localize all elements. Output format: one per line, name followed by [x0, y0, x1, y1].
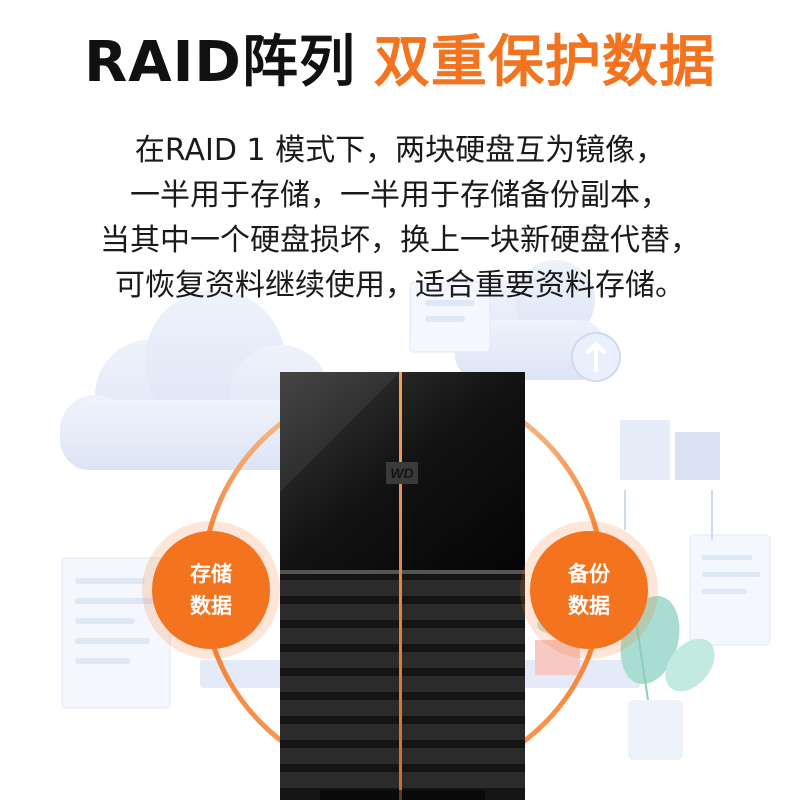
headline-part2: 双重保护数据 [373, 30, 716, 95]
upload-icon [571, 332, 621, 382]
description-line: 在RAID 1 模式下，两块硬盘互为镜像， [134, 133, 666, 168]
badge-label-line2: 数据 [568, 594, 610, 618]
description: 在RAID 1 模式下，两块硬盘互为镜像， 一半用于存储，一半用于存储备份副本，… [0, 128, 800, 308]
plant-right [620, 595, 715, 760]
headline-part1: RAID阵列 [84, 30, 356, 95]
wd-logo: WD [386, 462, 418, 484]
badge-label-line1: 备份 [568, 562, 610, 586]
description-line: 一半用于存储，一半用于存储备份副本， [130, 178, 670, 213]
description-line: 当其中一个硬盘损坏，换上一块新硬盘代替， [100, 223, 700, 258]
badge-label-line2: 数据 [190, 594, 232, 618]
badge-label-line1: 存储 [190, 562, 232, 586]
document-card-top [409, 281, 491, 353]
server-block-right [620, 420, 720, 540]
document-card-right [689, 534, 771, 646]
document-card-left [61, 557, 171, 709]
cloud-shape-left [60, 290, 330, 470]
description-line: 可恢复资料继续使用，适合重要资料存储。 [115, 268, 685, 303]
badge-backup-data: 备份 数据 [530, 531, 648, 649]
badge-storage-data: 存储 数据 [152, 531, 270, 649]
storage-device [280, 372, 525, 800]
headline: RAID阵列双重保护数据 [0, 28, 800, 98]
